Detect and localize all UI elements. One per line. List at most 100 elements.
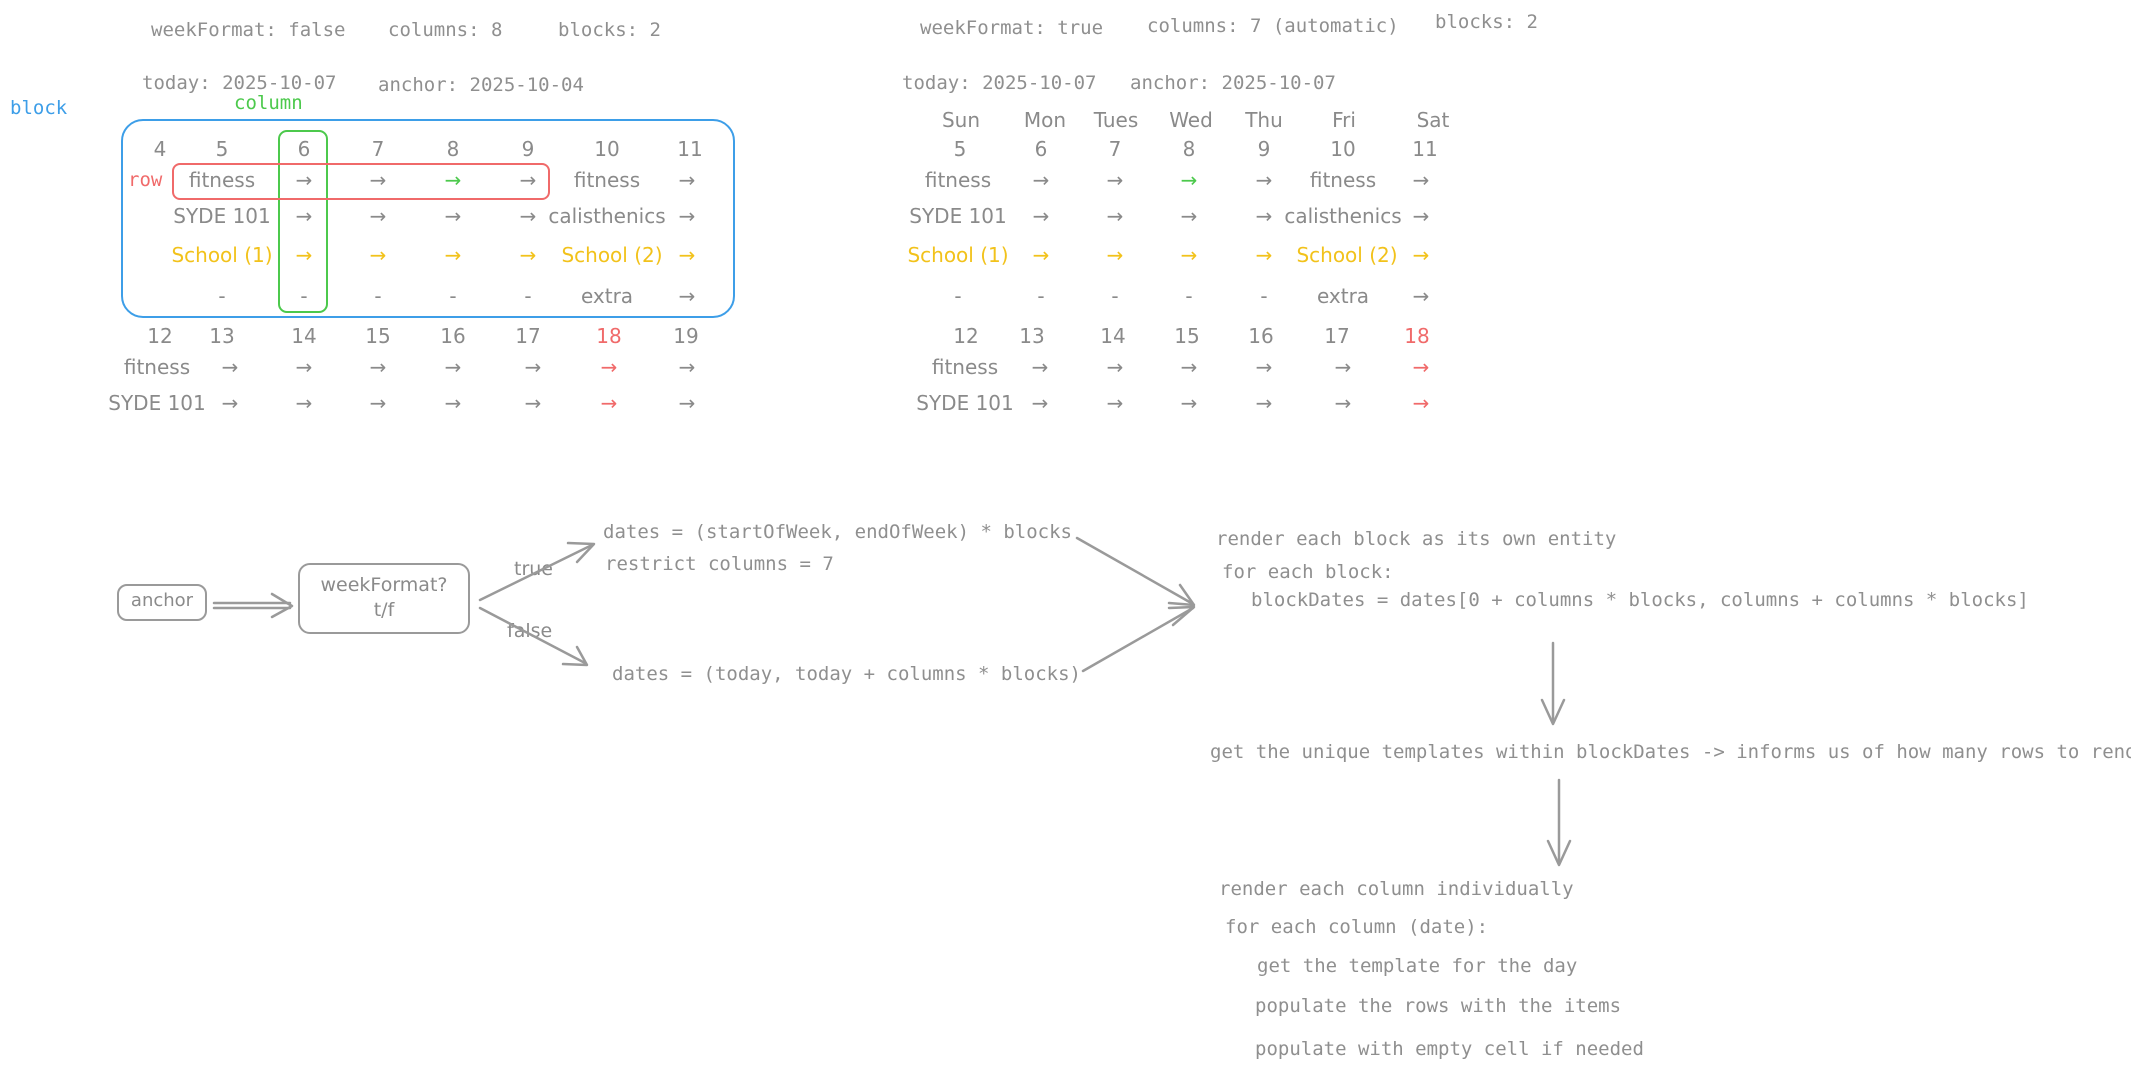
row-label: row — [128, 169, 163, 191]
cell: → — [519, 204, 537, 228]
cell: → — [600, 391, 618, 415]
cell: School (2) — [561, 243, 663, 267]
cell: → — [1255, 391, 1273, 415]
cell: → — [1180, 243, 1198, 267]
right-blocks: blocks: 2 — [1435, 11, 1538, 33]
arrow-unique-to-column — [1546, 778, 1572, 867]
cell: → — [1412, 284, 1430, 308]
date-cell: 8 — [1182, 137, 1196, 161]
left-today: today: 2025-10-07 — [142, 72, 337, 94]
cell: fitness — [1309, 168, 1377, 192]
date-cell: 16 — [1248, 324, 1274, 348]
date-cell: 13 — [1019, 324, 1045, 348]
cell: - — [524, 284, 532, 308]
cell: → — [524, 391, 542, 415]
cell: SYDE 101 — [173, 204, 271, 228]
cell: - — [374, 284, 382, 308]
date-cell: 19 — [673, 324, 699, 348]
cell: - — [1111, 284, 1119, 308]
cell: → — [369, 204, 387, 228]
left-blocks: blocks: 2 — [558, 19, 661, 41]
cell: → — [1412, 204, 1430, 228]
true-restrict-columns: restrict columns = 7 — [605, 553, 834, 575]
false-branch-label: false — [507, 620, 553, 642]
date-cell: 18 — [596, 324, 622, 348]
date-cell: 16 — [440, 324, 466, 348]
cell: fitness — [931, 355, 999, 379]
cell: SYDE 101 — [916, 391, 1014, 415]
date-cell: 12 — [147, 324, 173, 348]
weekday-cell: Wed — [1169, 108, 1213, 132]
cell: SYDE 101 — [909, 204, 1007, 228]
cell: - — [449, 284, 457, 308]
cell: - — [218, 284, 226, 308]
date-cell: 10 — [594, 137, 620, 161]
render-column-line3: get the template for the day — [1257, 955, 1578, 977]
cell: → — [295, 391, 313, 415]
date-cell: 6 — [297, 137, 311, 161]
decision-label-line1: weekFormat? — [320, 574, 448, 596]
cell: → — [1334, 355, 1352, 379]
date-cell: 5 — [215, 137, 229, 161]
cell: → — [678, 284, 696, 308]
render-column-line2: for each column (date): — [1225, 916, 1489, 938]
cell: → — [678, 204, 696, 228]
weekday-cell: Mon — [1023, 108, 1067, 132]
cell: → — [1106, 204, 1124, 228]
cell: → — [444, 204, 462, 228]
cell: → — [295, 204, 313, 228]
cell: calisthenics — [548, 204, 666, 228]
cell: → — [369, 391, 387, 415]
cell: - — [1185, 284, 1193, 308]
cell: → — [369, 168, 387, 192]
cell: → — [1255, 204, 1273, 228]
cell: → — [1412, 355, 1430, 379]
arrow-false-to-render — [1081, 605, 1196, 673]
cell: → — [444, 391, 462, 415]
cell: → — [678, 355, 696, 379]
decision-label-line2: t/f — [373, 599, 395, 621]
render-column-line1: render each column individually — [1219, 878, 1574, 900]
cell: → — [444, 355, 462, 379]
date-cell: 7 — [371, 137, 385, 161]
cell: → — [678, 391, 696, 415]
date-cell: 18 — [1404, 324, 1430, 348]
column-highlight-box — [278, 130, 328, 313]
cell: → — [1032, 204, 1050, 228]
cell: → — [1180, 204, 1198, 228]
date-cell: 15 — [365, 324, 391, 348]
cell: → — [369, 355, 387, 379]
cell: calisthenics — [1284, 204, 1402, 228]
double-arrow-anchor-to-decision — [212, 592, 294, 619]
weekday-cell: Sun — [941, 108, 981, 132]
date-cell: 9 — [521, 137, 535, 161]
cell: fitness — [573, 168, 641, 192]
render-column-line5: populate with empty cell if needed — [1255, 1038, 1644, 1060]
right-today: today: 2025-10-07 — [902, 72, 1097, 94]
cell: → — [1106, 168, 1124, 192]
cell: → — [221, 355, 239, 379]
cell: → — [444, 168, 462, 192]
cell: fitness — [188, 168, 256, 192]
arrow-true-to-render — [1075, 536, 1196, 607]
column-label: column — [234, 92, 303, 114]
date-cell: 5 — [953, 137, 967, 161]
cell: fitness — [924, 168, 992, 192]
cell: → — [1032, 168, 1050, 192]
cell: → — [524, 355, 542, 379]
false-dates-formula: dates = (today, today + columns * blocks… — [612, 663, 1081, 685]
render-block-line3: blockDates = dates[0 + columns * blocks,… — [1251, 589, 2029, 611]
cell: → — [1106, 355, 1124, 379]
date-cell: 15 — [1174, 324, 1200, 348]
cell: → — [519, 168, 537, 192]
cell: - — [1260, 284, 1268, 308]
render-block-line2: for each block: — [1222, 561, 1394, 583]
unique-templates-step: get the unique templates within blockDat… — [1210, 741, 2131, 763]
right-anchor: anchor: 2025-10-07 — [1130, 72, 1336, 94]
cell: → — [1180, 168, 1198, 192]
cell: → — [444, 243, 462, 267]
date-cell: 7 — [1108, 137, 1122, 161]
cell: → — [1255, 168, 1273, 192]
date-cell: 11 — [1412, 137, 1438, 161]
cell: → — [295, 168, 313, 192]
